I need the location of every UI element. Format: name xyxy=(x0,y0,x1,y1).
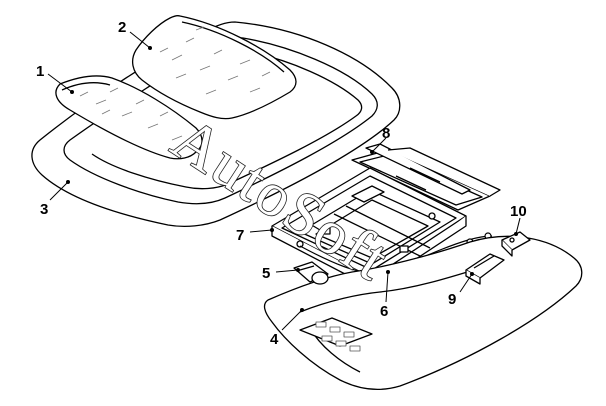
part-4-headliner xyxy=(263,235,583,391)
callout-6: 6 xyxy=(380,303,388,320)
callout-5: 5 xyxy=(262,265,270,282)
callout-3: 3 xyxy=(40,201,48,218)
leader-dots xyxy=(66,46,518,312)
callout-4: 4 xyxy=(270,331,279,348)
callout-8: 8 xyxy=(382,125,390,142)
callout-9: 9 xyxy=(448,291,456,308)
part-1-front-glass xyxy=(55,75,203,160)
callout-7: 7 xyxy=(236,227,244,244)
part-9-console xyxy=(465,253,505,285)
leader-lines xyxy=(47,31,521,331)
part-10-switch xyxy=(501,231,531,257)
part-5-handle xyxy=(293,261,329,285)
callout-1: 1 xyxy=(36,63,44,80)
callout-10: 10 xyxy=(510,203,527,220)
callout-2: 2 xyxy=(118,19,126,36)
part-8-frame-rail xyxy=(351,143,501,211)
part-2-rear-glass xyxy=(131,14,297,120)
